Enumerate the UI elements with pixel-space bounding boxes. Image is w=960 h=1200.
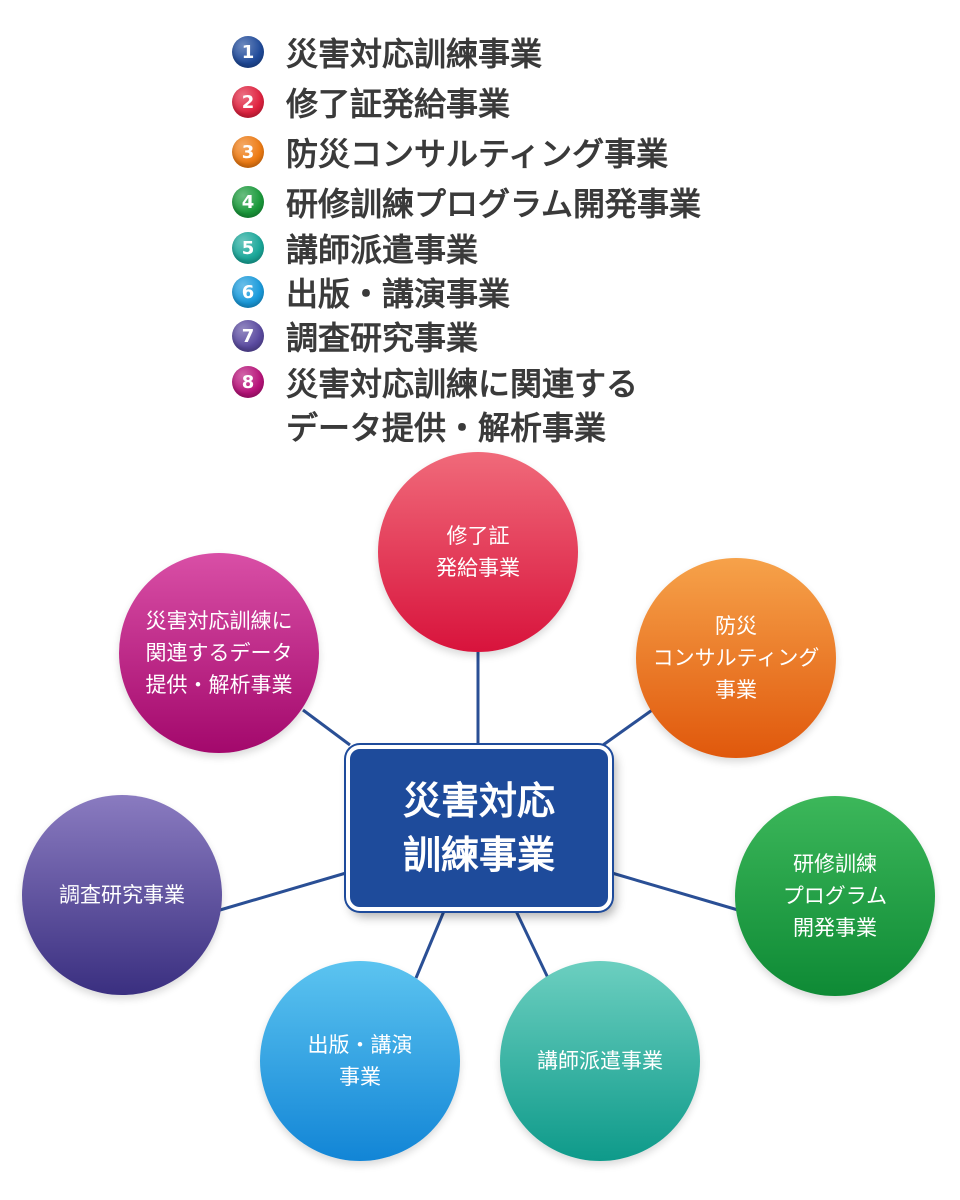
node-label-line: 講師派遣事業: [537, 1049, 663, 1073]
list-item-text: 災害対応訓練事業: [286, 32, 542, 76]
center-line: 災害対応: [402, 779, 555, 823]
list-item: 4 研修訓練プログラム開発事業: [232, 182, 701, 226]
number-badge: 2: [232, 86, 264, 118]
list-item-text: 研修訓練プログラム開発事業: [286, 182, 701, 226]
list-item-line: 災害対応訓練に関連する: [286, 365, 639, 403]
list-item-text: 修了証発給事業: [286, 82, 510, 126]
number-badge: 6: [232, 276, 264, 308]
number-badge: 7: [232, 320, 264, 352]
list-item-text: 災害対応訓練に関連するデータ提供・解析事業: [286, 362, 638, 450]
list-item: 1 災害対応訓練事業: [232, 32, 542, 76]
list-item: 2 修了証発給事業: [232, 82, 510, 126]
node-label: 出版・講演事業: [308, 1029, 413, 1093]
list-item: 3 防災コンサルティング事業: [232, 132, 668, 176]
node-research: 調査研究事業: [22, 795, 222, 995]
list-item-text: 講師派遣事業: [286, 228, 478, 272]
list-item-line: 防災コンサルティング事業: [286, 135, 669, 173]
node-label-line: 事業: [339, 1065, 381, 1089]
node-label: 災害対応訓練に関連するデータ提供・解析事業: [146, 605, 293, 701]
node-label: 防災コンサルティング事業: [653, 610, 820, 706]
center-node: 災害対応 訓練事業: [346, 745, 612, 911]
connector-consulting: [602, 706, 656, 747]
list-item-text: 調査研究事業: [286, 316, 478, 360]
list-item: 5 講師派遣事業: [232, 228, 478, 272]
node-label-line: 災害対応訓練に: [145, 609, 293, 633]
node-label-line: 研修訓練: [793, 852, 877, 876]
node-consulting: 防災コンサルティング事業: [636, 558, 836, 758]
center-node-label: 災害対応 訓練事業: [403, 774, 555, 882]
connector-research: [219, 871, 347, 912]
number-badge: 1: [232, 36, 264, 68]
connector-data: [302, 708, 351, 747]
node-label: 講師派遣事業: [537, 1045, 663, 1077]
node-publishing: 出版・講演事業: [260, 961, 460, 1161]
node-label-line: 関連するデータ: [145, 641, 293, 665]
node-label: 研修訓練プログラム開発事業: [783, 848, 887, 944]
number-badge: 5: [232, 232, 264, 264]
number-badge: 8: [232, 366, 264, 398]
list-item: 6 出版・講演事業: [232, 272, 510, 316]
node-data: 災害対応訓練に関連するデータ提供・解析事業: [119, 553, 319, 753]
node-label-line: 防災: [715, 614, 757, 638]
node-label-line: 開発事業: [793, 916, 877, 940]
node-label-line: コンサルティング: [652, 646, 820, 670]
node-label-line: 調査研究事業: [59, 883, 185, 907]
number-badge: 3: [232, 136, 264, 168]
node-label-line: 事業: [715, 678, 757, 702]
list-item-line: 出版・講演事業: [286, 275, 511, 313]
node-label: 調査研究事業: [59, 879, 185, 911]
connector-dispatch: [514, 910, 550, 979]
list-item-text: 出版・講演事業: [286, 272, 510, 316]
list-item-text: 防災コンサルティング事業: [286, 132, 668, 176]
node-program: 研修訓練プログラム開発事業: [735, 796, 935, 996]
connector-lines: [219, 652, 739, 979]
node-label-line: プログラム: [782, 884, 888, 908]
node-dispatch: 講師派遣事業: [500, 961, 700, 1161]
business-diagram: 災害対応 訓練事業 修了証発給事業防災コンサルティング事業研修訓練プログラム開発…: [0, 440, 960, 1200]
node-label-line: 発給事業: [436, 556, 520, 580]
list-item: 8 災害対応訓練に関連するデータ提供・解析事業: [232, 362, 638, 450]
node-label: 修了証発給事業: [436, 520, 520, 584]
center-line: 訓練事業: [402, 833, 555, 877]
node-label-line: 出版・講演: [307, 1033, 413, 1057]
list-item-line: 調査研究事業: [286, 319, 479, 357]
connector-program: [611, 871, 739, 912]
node-label-line: 修了証: [446, 524, 510, 548]
list-item-line: 研修訓練プログラム開発事業: [286, 185, 702, 223]
list-item-line: データ提供・解析事業: [286, 409, 607, 447]
node-label-line: 提供・解析事業: [145, 673, 293, 697]
list-item-line: 講師派遣事業: [286, 231, 479, 269]
node-certificate: 修了証発給事業: [378, 452, 578, 652]
connector-publishing: [414, 910, 446, 979]
list-item-line: 修了証発給事業: [286, 85, 511, 123]
list-item: 7 調査研究事業: [232, 316, 478, 360]
number-badge: 4: [232, 186, 264, 218]
list-item-line: 災害対応訓練事業: [286, 35, 543, 73]
